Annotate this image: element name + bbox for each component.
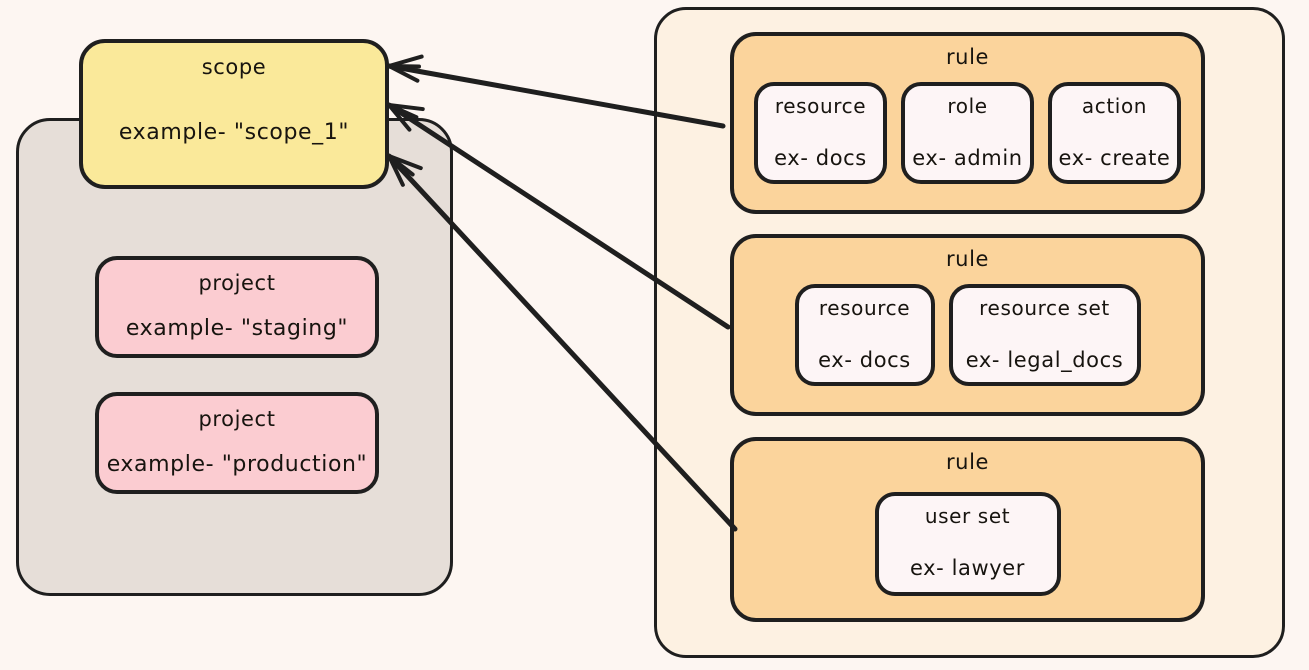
rule-box-1[interactable]: rule resource ex- docs role ex- admin ac… [730, 32, 1205, 214]
scope-title: scope [201, 55, 267, 79]
rule-2-to-scope-arrowhead [387, 103, 425, 112]
rule-3-card-row: user set ex- lawyer [734, 492, 1201, 597]
card-resource[interactable]: resource ex- docs [794, 284, 935, 387]
rule-1-to-scope-arrowhead [387, 64, 421, 69]
rule-1-to-scope-arrowhead [387, 54, 424, 68]
card-example: ex- create [1058, 146, 1171, 171]
project-title: project [198, 271, 276, 295]
card-resource[interactable]: resource ex- docs [754, 82, 887, 185]
card-example: ex- legal_docs [965, 348, 1124, 373]
rule-2-to-scope-arrowhead [387, 103, 419, 120]
project-title: project [198, 407, 276, 431]
scope-example: example- "scope_1" [118, 120, 350, 146]
rule-2-card-row: resource ex- docs resource set ex- legal… [734, 284, 1201, 387]
card-example: ex- docs [774, 146, 867, 171]
card-example: ex- lawyer [909, 556, 1026, 581]
card-example: ex- docs [818, 348, 911, 373]
rule-title: rule [945, 247, 990, 271]
project-example: example- "production" [106, 452, 368, 478]
project-box-staging[interactable]: project example- "staging" [95, 256, 379, 358]
scope-box[interactable]: scope example- "scope_1" [79, 39, 389, 189]
card-title: resource [818, 296, 911, 321]
card-example: ex- admin [912, 146, 1023, 171]
card-resource-set[interactable]: resource set ex- legal_docs [948, 284, 1141, 387]
card-role[interactable]: role ex- admin [901, 82, 1034, 185]
card-action[interactable]: action ex- create [1048, 82, 1181, 185]
rule-1-to-scope-arrowhead [387, 64, 420, 83]
project-box-production[interactable]: project example- "production" [95, 392, 379, 494]
card-title: user set [924, 504, 1011, 529]
rule-box-3[interactable]: rule user set ex- lawyer [730, 437, 1205, 622]
rule-title: rule [945, 45, 990, 69]
card-title: role [947, 94, 988, 119]
card-title: resource [774, 94, 867, 119]
card-title: resource set [979, 296, 1110, 321]
rule-box-2[interactable]: rule resource ex- docs resource set ex- … [730, 234, 1205, 416]
project-example: example- "staging" [125, 316, 349, 342]
rule-title: rule [945, 450, 990, 474]
rule-1-card-row: resource ex- docs role ex- admin action … [734, 82, 1201, 185]
card-user-set[interactable]: user set ex- lawyer [874, 492, 1061, 597]
card-title: action [1081, 94, 1148, 119]
